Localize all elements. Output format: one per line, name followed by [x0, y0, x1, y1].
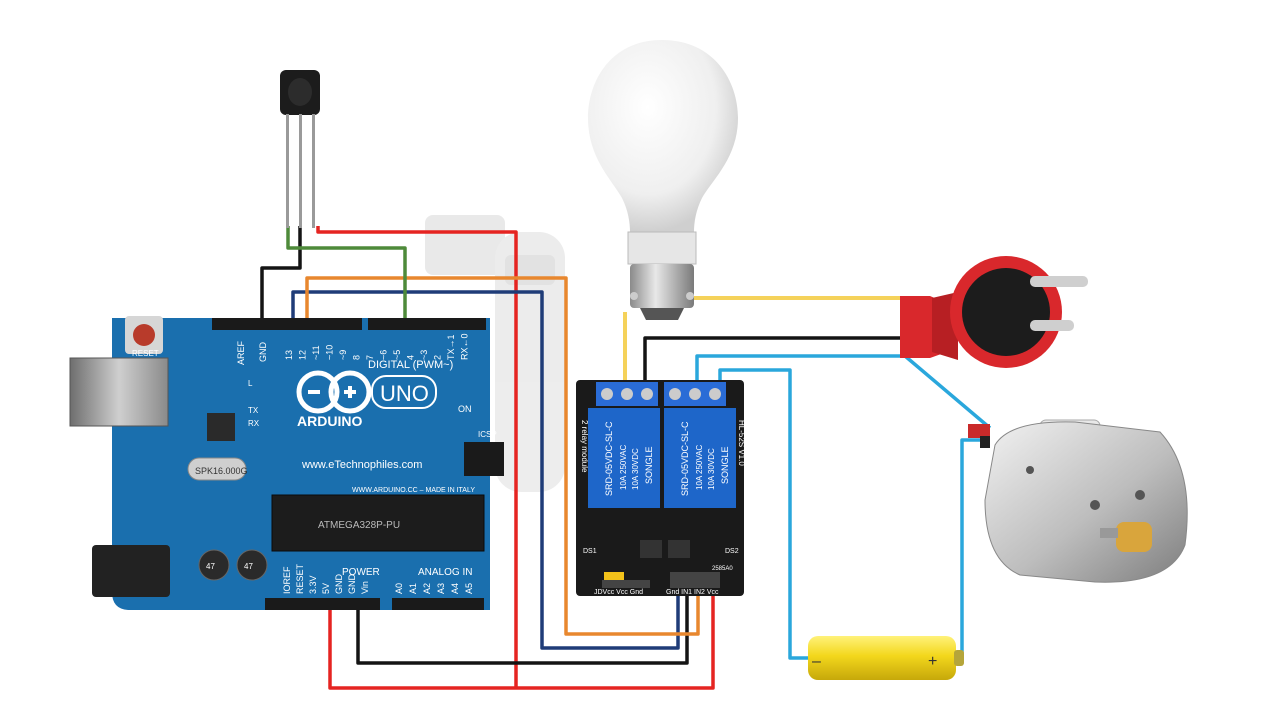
digital-pin-label-9: 4	[406, 355, 416, 360]
digital-pin-label-6: 7	[365, 355, 375, 360]
wire-green-signal	[286, 226, 407, 318]
top-header-right	[368, 318, 486, 330]
analog-pin-label-4: A4	[450, 583, 460, 594]
capacitor-label-2: 47	[244, 562, 253, 571]
relay-1-rating-1: 10A 250VAC	[619, 445, 628, 490]
reset-label: RESET	[132, 349, 159, 358]
analog-pin-label-2: A2	[422, 583, 432, 594]
analog-pin-label-0: A0	[394, 583, 404, 594]
rx-label: RX	[248, 419, 260, 428]
icsp-label: ICSP	[478, 430, 497, 439]
model-label: UNO	[380, 381, 429, 406]
relay-2-brand: SONGLE	[720, 446, 730, 484]
digital-pin-label-10: ~3	[419, 350, 429, 360]
digital-pin-label-8: ~5	[392, 350, 402, 360]
crystal	[187, 457, 247, 481]
digital-pin-label-4: ~9	[338, 350, 348, 360]
capacitor-1	[198, 549, 230, 581]
power-jack	[92, 545, 170, 597]
led-2-label: DS2	[725, 548, 739, 555]
ir-receiver	[280, 70, 320, 228]
pin-header-left	[602, 580, 650, 588]
relay-1-part: SRD-05VDC-SL-C	[604, 421, 614, 496]
dc-motor	[968, 419, 1188, 583]
wire-cyan-motor-2	[960, 438, 980, 658]
analog-header	[392, 598, 484, 610]
power-header	[265, 598, 380, 610]
digital-pin-label-13: RX←0	[460, 333, 470, 360]
relay-2	[664, 408, 736, 508]
digital-label: DIGITAL (PWM~)	[368, 359, 453, 371]
part-label: 2585A0	[712, 566, 733, 572]
power-pin-label-1: RESET	[295, 563, 305, 594]
relay-2-part: SRD-05VDC-SL-C	[680, 421, 690, 496]
model-label-relay: HL-52S V1.0	[737, 420, 746, 466]
power-pin-label-4: GND	[334, 574, 344, 595]
power-label: POWER	[342, 567, 380, 578]
gnd-label: GND	[258, 342, 268, 363]
aref-label: AREF	[236, 340, 246, 365]
digital-pin-label-2: ~11	[311, 345, 321, 360]
analog-pin-label-1: A1	[408, 583, 418, 594]
arduino-uno: RESET DIGITAL (PWM~) AREF GND 13 12~11 ~10…	[69, 316, 504, 610]
crystal-label: SPK16.000G	[195, 466, 248, 476]
analog-pin-label-5: A5	[464, 583, 474, 594]
website-label: www.eTechnophiles.com	[301, 459, 422, 471]
wire-blue-in2	[291, 290, 680, 650]
power-pin-label-2: 3.3V	[308, 575, 318, 594]
relay-1-rating-2: 10A 30VDC	[631, 448, 640, 490]
chip-label: ATMEGA328P-PU	[318, 520, 400, 531]
tx-label: TX	[248, 406, 259, 415]
analog-label: ANALOG IN	[418, 567, 472, 578]
relay-1-brand: SONGLE	[644, 446, 654, 484]
power-pin-label-0: IOREF	[282, 566, 292, 594]
wires	[260, 226, 992, 690]
relay-2-rating-1: 10A 250VAC	[695, 445, 704, 490]
analog-pin-label-3: A3	[436, 583, 446, 594]
power-plug	[900, 256, 1088, 368]
digital-pin-label-3: ~10	[325, 345, 335, 360]
digital-pin-label-1: 12	[298, 350, 308, 360]
usb-port	[69, 357, 169, 427]
digital-pin-label-7: ~6	[379, 350, 389, 360]
right-header-label: Gnd IN1 IN2 Vcc	[666, 589, 719, 596]
module-label: 2 relay module	[580, 420, 589, 473]
made-label: WWW.ARDUINO.CC – MADE IN ITALY	[352, 487, 475, 494]
digital-pin-label-12: TX→1	[446, 334, 456, 360]
led-1-label: DS1	[583, 548, 597, 555]
relay-2-rating-2: 10A 30VDC	[707, 448, 716, 490]
relay-module: SRD-05VDC-SL-C 10A 250VAC 10A 30VDC SONG…	[576, 380, 746, 596]
power-pin-label-6: Vin	[360, 581, 370, 594]
icsp-header	[464, 442, 504, 476]
top-header-left	[212, 318, 362, 330]
atmega-chip	[271, 494, 485, 552]
power-pin-label-5: GND	[347, 574, 357, 595]
wire-red-ir	[316, 226, 518, 688]
wire-black-gnd	[356, 588, 689, 665]
capacitor-label-1: 47	[206, 562, 215, 571]
light-bulb	[588, 40, 738, 320]
on-label: ON	[458, 404, 472, 414]
usb-chip	[207, 413, 235, 441]
wire-cyan-battery	[718, 368, 808, 660]
digital-pin-label-5: 8	[352, 355, 362, 360]
arduino-logo	[296, 370, 372, 414]
brand-label: ARDUINO	[297, 413, 362, 429]
wire-red-5v	[328, 588, 715, 690]
battery: – +	[808, 636, 964, 680]
relay-1	[588, 408, 660, 508]
wire-orange-in1	[305, 276, 700, 636]
pin-header-right	[670, 572, 720, 588]
capacitor-2	[236, 549, 268, 581]
battery-plus-label: +	[928, 653, 937, 670]
digital-pin-label-11: 2	[433, 355, 443, 360]
battery-minus-label: –	[812, 653, 821, 670]
left-header-label: JDVcc Vcc Gnd	[594, 589, 643, 596]
l-label: L	[248, 379, 253, 388]
power-pin-label-3: 5V	[321, 583, 331, 594]
digital-pin-label-0: 13	[284, 350, 294, 360]
wire-cyan-motor	[695, 354, 992, 430]
